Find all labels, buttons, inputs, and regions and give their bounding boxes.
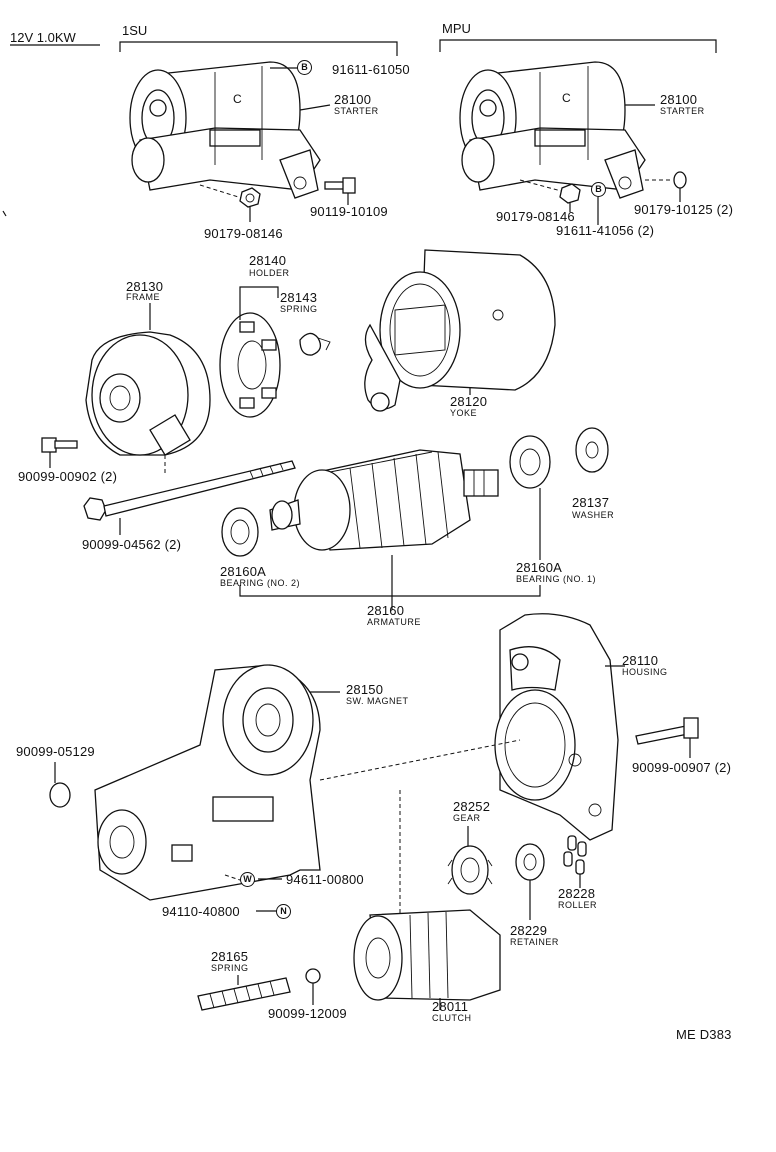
part-no-91611-61050: 91611-61050 [332,62,410,77]
part-no-90099-00902: 90099-00902 (2) [18,469,118,484]
rollers-drawing [563,835,587,888]
part-no-94611-00800: 94611-00800 [286,872,364,887]
part-no-90099-04562: 90099-04562 (2) [82,537,182,552]
part-no-90179-10125: 90179-10125 (2) [634,202,734,217]
starter-1su-drawing [129,61,331,201]
callout-w-icon: W [240,872,255,887]
part-no-sw-magnet: 28150 [346,682,384,697]
part-name-roller: ROLLER [558,900,598,910]
part-no-yoke: 28120 [450,394,488,409]
part-name-frame: FRAME [126,292,160,302]
part-no-90119-10109: 90119-10109 [310,204,388,219]
part-no-armature: 28160 [367,603,405,618]
callout-c-left: C [233,92,242,106]
callout-n-icon: N [276,904,291,919]
ball-90099-12009-drawing [305,968,321,1005]
bearing-no2-drawing [221,507,259,557]
cap-90099-05129-drawing [49,762,71,808]
sw-magnet-drawing [94,664,521,935]
part-name-armature: ARMATURE [367,617,421,627]
part-no-90099-05129: 90099-05129 [16,744,95,759]
armature-bracket [239,555,541,610]
part-no-frame: 28130 [126,279,164,294]
part-no-gear: 28252 [453,799,491,814]
part-no-90099-00907: 90099-00907 (2) [632,760,732,775]
part-no-94110-40800: 94110-40800 [162,904,240,919]
part-name-sw-magnet: SW. MAGNET [346,696,409,706]
part-no-clutch: 28011 [432,999,469,1014]
part-name-starter-left: STARTER [334,106,379,116]
yoke-drawing [364,249,556,412]
part-name-spring-28143: SPRING [280,304,318,314]
spring-28143-drawing [299,332,331,356]
part-name-yoke: YOKE [450,408,478,418]
figure-code: ME D383 [676,1027,732,1042]
callout-b-icon: B [297,60,312,75]
part-no-holder: 28140 [249,253,287,268]
retainer-drawing [515,843,545,920]
part-no-roller: 28228 [558,886,596,901]
part-name-holder: HOLDER [249,268,290,278]
spec-label: 12V 1.0KW [10,30,76,45]
part-no-washer-28137: 28137 [572,495,610,510]
gear-drawing [447,826,493,895]
part-no-starter-right: 28100 [660,92,698,107]
part-no-housing: 28110 [622,653,659,668]
part-no-bearing-no1: 28160A [516,560,563,575]
part-name-bearing-no1: BEARING (NO. 1) [516,574,597,584]
part-name-washer-28137: WASHER [572,510,615,520]
bolt-90099-00907-drawing [635,717,699,758]
clutch-drawing [353,909,501,1010]
variant-1su-label: 1SU [122,23,148,38]
variant-mpu-label: MPU [442,21,471,36]
washer-28137-drawing [575,427,609,473]
part-no-spring-28143: 28143 [280,290,318,305]
callout-c-right: C [562,91,571,105]
nut-90179-08146-left-drawing [239,187,261,222]
frame-drawing [85,303,211,456]
part-name-starter-right: STARTER [660,106,705,116]
part-name-gear: GEAR [453,813,481,823]
callout-b-icon: B [591,182,606,197]
part-name-bearing-no2: BEARING (NO. 2) [220,578,301,588]
bolt-90119-10109-drawing [324,177,356,205]
part-no-bearing-no2: 28160A [220,564,267,579]
long-bolt-90099-04562-drawing [83,460,296,535]
bearing-no1-drawing [509,435,551,560]
header-brackets [10,39,717,56]
part-no-91611-41056: 91611-41056 (2) [556,223,655,238]
armature-drawing [269,449,499,551]
holder-drawing [219,286,281,418]
part-no-90179-08146-left: 90179-08146 [204,226,283,241]
spring-28165-drawing [197,975,291,1011]
starter-mpu-drawing [459,61,687,225]
part-name-retainer: RETAINER [510,937,559,947]
part-no-spring-28165: 28165 [211,949,249,964]
housing-drawing [494,613,625,841]
part-no-90099-12009: 90099-12009 [268,1006,347,1021]
part-no-starter-left: 28100 [334,92,372,107]
part-name-clutch: CLUTCH [432,1013,472,1023]
part-name-housing: HOUSING [622,667,668,677]
part-no-retainer: 28229 [510,923,548,938]
part-no-90179-08146-right: 90179-08146 [496,209,575,224]
part-name-spring-28165: SPRING [211,963,249,973]
screw-90099-00902-drawing [41,437,166,475]
